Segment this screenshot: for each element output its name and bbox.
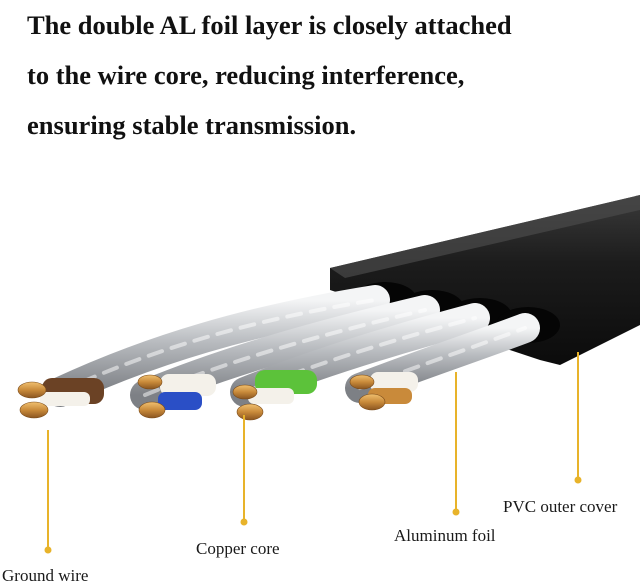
copper-cores [17,374,386,421]
headline: The double AL foil layer is closely atta… [27,0,627,150]
aluminum-foil-label: Aluminum foil [394,526,496,545]
callout-lines [44,352,582,554]
headline-line-3: ensuring stable transmission. [27,110,357,140]
copper-core-label: Copper core [196,539,280,558]
headline-line-1: The double AL foil layer is closely atta… [27,10,512,40]
pvc-outer-cover-label: PVC outer cover [503,497,618,516]
ground-wire-label: Ground wire [2,566,89,585]
insulated-conductors [40,370,418,410]
headline-line-2: to the wire core, reducing interference, [27,60,465,90]
